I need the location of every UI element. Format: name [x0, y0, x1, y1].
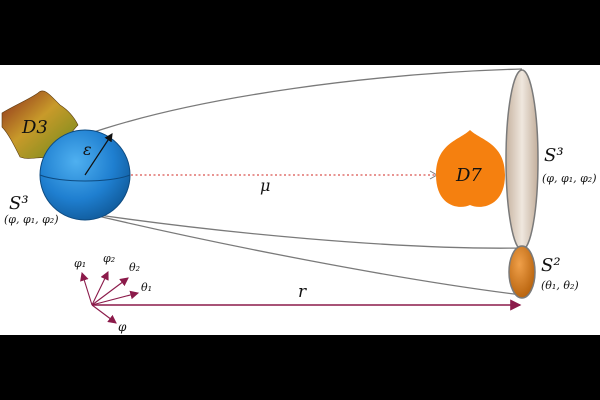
letterbox-bottom — [0, 335, 600, 400]
axis-phi1-arrow — [80, 271, 93, 306]
diagram-svg: D3 ε S³ (φ, φ₁, φ₂) μ D7 S³ (φ, φ₁, φ₂) … — [1, 68, 597, 334]
funnel-top-line — [84, 68, 523, 136]
diagram-canvas: D3 ε S³ (φ, φ₁, φ₂) μ D7 S³ (φ, φ₁, φ₂) … — [0, 65, 600, 335]
right-s3-label: S³ — [544, 145, 564, 166]
left-sphere-equator — [39, 174, 131, 182]
radius-arrow — [84, 132, 113, 176]
right-s2-coords: (θ₁, θ₂) — [541, 279, 579, 292]
theta2-axis-label: θ₂ — [129, 261, 140, 274]
mu-label: μ — [260, 176, 270, 195]
left-s3-label: S³ — [9, 193, 29, 214]
axis-theta1-arrow — [91, 290, 140, 306]
d7-brane-shape — [436, 130, 505, 207]
phi2-axis-label: φ₂ — [103, 252, 115, 265]
right-s2-label: S² — [541, 255, 561, 276]
axis-phi-arrow — [91, 304, 117, 324]
funnel-mid-line — [84, 212, 523, 249]
letterbox-top — [0, 0, 600, 65]
left-s3-coords: (φ, φ₁, φ₂) — [4, 213, 59, 226]
d7-label: D7 — [455, 165, 482, 186]
epsilon-label: ε — [83, 140, 92, 159]
r-label: r — [298, 282, 307, 302]
right-s2-ellipse — [508, 245, 536, 299]
right-s3-coords: (φ, φ₁, φ₂) — [542, 172, 597, 185]
funnel-bottom-line — [84, 212, 523, 296]
axis-phi2-arrow — [91, 271, 109, 306]
phi1-axis-label: φ₁ — [74, 257, 86, 270]
axis-theta2-arrow — [91, 277, 129, 306]
right-s3-disk — [505, 69, 539, 251]
phi-axis-label: φ — [118, 320, 127, 334]
d3-label: D3 — [21, 117, 48, 138]
theta1-axis-label: θ₁ — [141, 281, 152, 294]
